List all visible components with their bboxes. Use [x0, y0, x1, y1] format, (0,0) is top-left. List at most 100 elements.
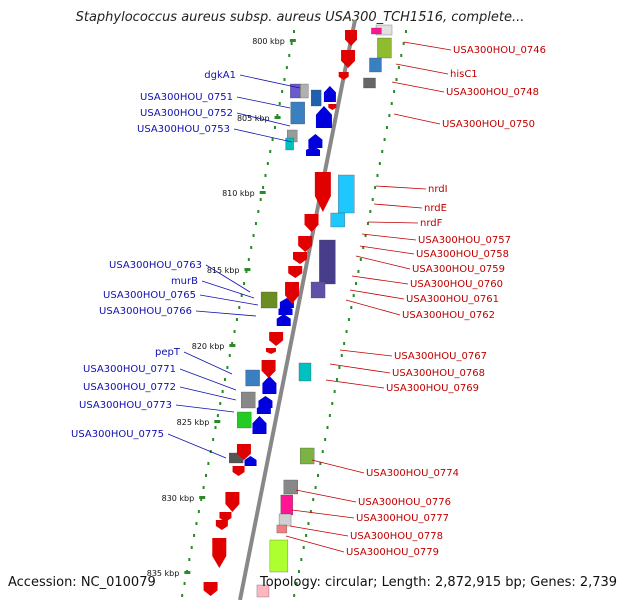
scale-dot: [355, 282, 358, 285]
gene-block: [310, 281, 326, 299]
scale-dot: [345, 330, 348, 333]
tick-mark: [229, 344, 236, 347]
tick-mark: [214, 420, 221, 423]
gene-label-right: nrdI: [428, 184, 448, 195]
scale-dot: [212, 438, 215, 441]
label-leader-line: [375, 185, 427, 190]
reverse-gene-arrow: [256, 404, 271, 414]
forward-gene-arrow: [236, 444, 251, 460]
tick-mark: [274, 116, 281, 119]
scale-dot: [224, 378, 227, 381]
scale-dot: [271, 138, 274, 141]
scale-dot: [262, 186, 265, 189]
scale-dot: [247, 258, 250, 261]
label-leader-line: [195, 310, 257, 317]
gene-label-left: USA300HOU_0775: [71, 429, 164, 440]
forward-gene-arrow: [212, 538, 227, 568]
forward-gene-arrow: [338, 72, 349, 80]
label-leader-line: [295, 489, 357, 503]
tick-mark: [289, 39, 296, 42]
forward-gene-arrow: [298, 236, 313, 252]
label-leader-line: [233, 128, 293, 143]
forward-gene-arrow: [304, 214, 319, 232]
gene-block: [256, 584, 270, 598]
gene-label-right: USA300HOU_0760: [410, 279, 503, 290]
tick-mark: [199, 496, 206, 499]
scale-dot: [214, 426, 217, 429]
label-leader-line: [393, 113, 441, 125]
gene-label-left: USA300HOU_0765: [103, 290, 196, 301]
label-leader-line: [351, 275, 409, 285]
gene-label-left: pepT: [155, 347, 181, 358]
label-leader-line: [373, 203, 423, 209]
gene-label-left: USA300HOU_0752: [140, 108, 233, 119]
scale-dot: [359, 258, 362, 261]
gene-block: [369, 57, 382, 73]
scale-dot: [240, 294, 243, 297]
gene-block: [241, 391, 256, 409]
gene-block: [330, 212, 345, 228]
label-leader-line: [329, 363, 391, 374]
genome-backbone: [238, 19, 357, 600]
scale-dot: [297, 570, 300, 573]
scale-dot: [402, 42, 405, 45]
reverse-gene-arrow: [306, 146, 321, 156]
scale-dot: [309, 510, 312, 513]
scale-dot: [393, 90, 396, 93]
genome-map: Staphylococcus aureus subsp. aureus USA3…: [8, 10, 617, 600]
forward-gene-arrow: [265, 348, 276, 354]
gene-label-right: nrdF: [420, 218, 443, 229]
scale-dot: [226, 366, 229, 369]
label-leader-line: [367, 221, 419, 224]
forward-gene-arrow: [293, 252, 307, 264]
scale-dot: [238, 306, 241, 309]
gene-label-right: USA300HOU_0779: [346, 547, 439, 558]
scale-dot: [257, 210, 260, 213]
scale-dot: [281, 90, 284, 93]
gene-label-right: nrdE: [424, 203, 447, 214]
gene-block: [319, 239, 336, 285]
scale-dot: [193, 534, 196, 537]
scale-dot: [328, 414, 331, 417]
kbp-tick-label: 815 kbp: [207, 266, 240, 275]
forward-gene-arrow: [341, 50, 356, 68]
scale-dot: [202, 486, 205, 489]
scale-dot: [273, 126, 276, 129]
reverse-gene-arrow: [252, 416, 267, 434]
scale-dot: [190, 546, 193, 549]
label-leader-line: [175, 404, 235, 413]
scale-dot: [400, 54, 403, 57]
forward-gene-arrow: [314, 172, 331, 212]
label-leader-line: [236, 112, 291, 127]
scale-dot: [338, 366, 341, 369]
gene-block: [278, 513, 292, 527]
scale-dot: [319, 462, 322, 465]
label-leader-line: [199, 294, 259, 306]
gene-label-right: USA300HOU_0767: [394, 351, 487, 362]
scale-dot: [183, 582, 186, 585]
scale-dot: [305, 534, 308, 537]
label-leader-line: [285, 535, 345, 553]
scale-dot: [181, 594, 184, 597]
scale-dot: [200, 498, 203, 501]
kbp-tick-label: 810 kbp: [222, 189, 255, 198]
scale-dot: [264, 174, 267, 177]
gene-label-left: USA300HOU_0766: [99, 306, 192, 317]
label-leader-line: [289, 525, 349, 537]
forward-gene-arrow: [219, 512, 232, 522]
kbp-tick-label: 820 kbp: [192, 342, 225, 351]
scale-dot: [366, 222, 369, 225]
scale-dot: [376, 174, 379, 177]
reverse-gene-arrow: [315, 106, 332, 128]
gene-block: [338, 174, 355, 214]
gene-label-right: USA300HOU_0769: [386, 383, 479, 394]
gene-block: [371, 27, 382, 35]
gene-label-right: USA300HOU_0750: [442, 119, 535, 130]
scale-dot: [266, 162, 269, 165]
scale-dot: [197, 510, 200, 513]
tick-mark: [244, 268, 251, 271]
scale-dot: [204, 474, 207, 477]
scale-dot: [278, 102, 281, 105]
gene-block: [276, 524, 288, 534]
scale-dot: [324, 438, 327, 441]
